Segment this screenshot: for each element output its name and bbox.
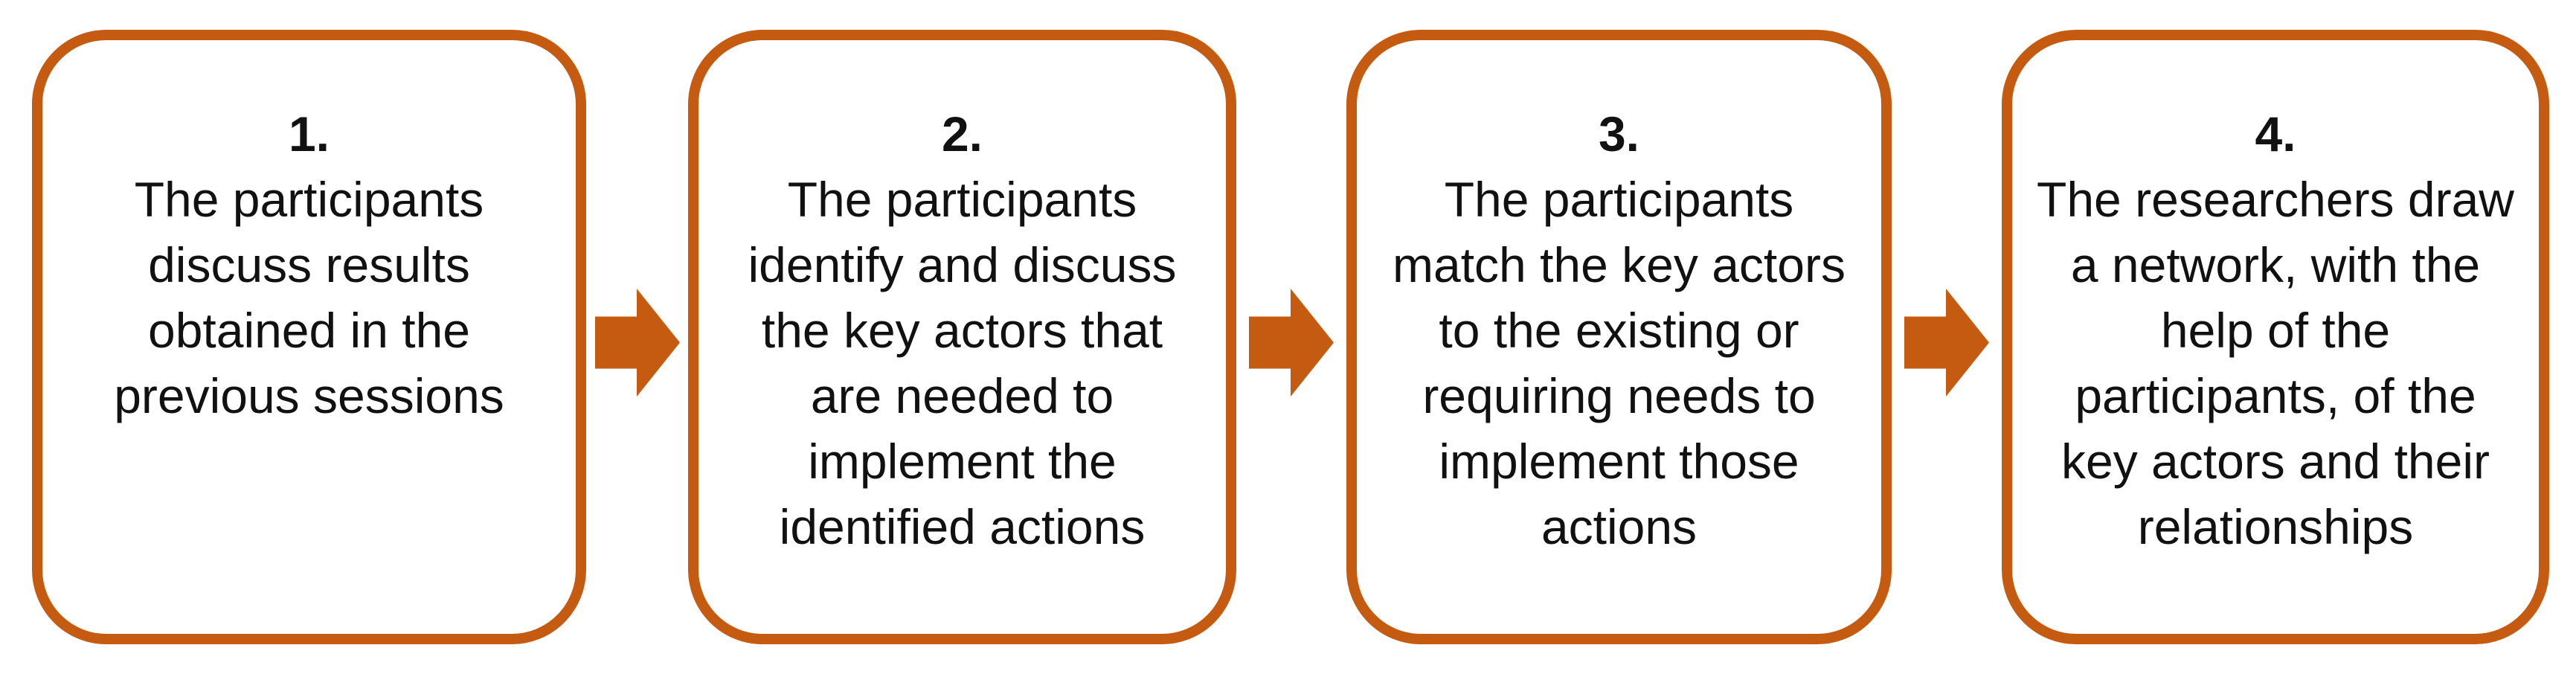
step-text-line: the key actors that bbox=[761, 303, 1163, 358]
connector-1 bbox=[586, 30, 688, 644]
step-text-line: identify and discuss bbox=[748, 237, 1177, 292]
step-text-line: The participants bbox=[1444, 172, 1794, 227]
step-text-line: implement the bbox=[808, 434, 1117, 489]
step-text-line: identified actions bbox=[779, 499, 1146, 554]
step-text-line: actions bbox=[1541, 499, 1697, 554]
arrow-right-icon bbox=[1249, 288, 1334, 397]
connector-3 bbox=[1892, 30, 2002, 644]
step-box-4: 4. The researchers draw a network, with … bbox=[2002, 30, 2549, 644]
step-text-line: are needed to bbox=[810, 368, 1114, 423]
step-text-line: obtained in the bbox=[147, 303, 471, 358]
connector-2 bbox=[1236, 30, 1346, 644]
step-box-3: 3. The participants match the key actors… bbox=[1346, 30, 1892, 644]
step-text-line: The researchers draw bbox=[2037, 172, 2514, 227]
step-number: 4. bbox=[2255, 106, 2296, 161]
step-box-2: 2. The participants identify and discuss… bbox=[688, 30, 1236, 644]
step-text-line: previous sessions bbox=[114, 368, 504, 423]
step-text-line: implement those bbox=[1439, 434, 1799, 489]
step-text-line: key actors and their bbox=[2061, 434, 2490, 489]
step-box-1: 1. The participants discuss results obta… bbox=[32, 30, 586, 644]
step-text-line: to the existing or bbox=[1439, 303, 1799, 358]
step-number: 2. bbox=[941, 106, 983, 161]
step-text-line: discuss results bbox=[148, 237, 470, 292]
step-text-line: help of the bbox=[2160, 303, 2391, 358]
step-text-line: relationships bbox=[2137, 499, 2414, 554]
step-number: 1. bbox=[288, 106, 330, 161]
step-text-line: match the key actors bbox=[1393, 237, 1846, 292]
step-number: 3. bbox=[1598, 106, 1640, 161]
step-text-line: participants, of the bbox=[2075, 368, 2476, 423]
step-text-line: The participants bbox=[134, 172, 484, 227]
step-text-line: The participants bbox=[787, 172, 1137, 227]
step-text-line: a network, with the bbox=[2070, 237, 2481, 292]
arrow-right-icon bbox=[594, 288, 680, 397]
arrow-right-icon bbox=[1904, 288, 1989, 397]
step-text-line: requiring needs to bbox=[1422, 368, 1816, 423]
